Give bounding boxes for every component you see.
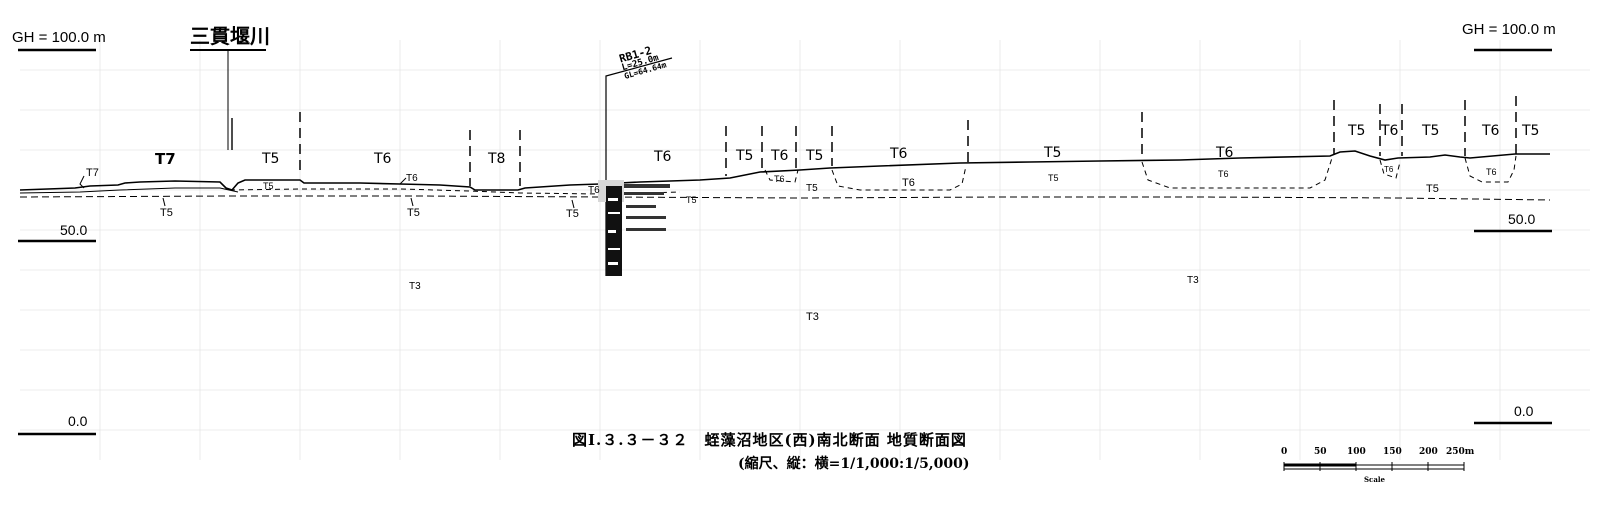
figure-caption-scale: (縮尺、縦：横=1/1,000:1/5,000) xyxy=(738,456,970,472)
unit-label-top: T6 xyxy=(890,146,908,162)
borehole-rb1-2 xyxy=(598,57,673,276)
unit-label-top: T6 xyxy=(771,148,789,164)
unit-label-small: T5 xyxy=(263,181,274,191)
unit-label-top: T6 xyxy=(654,149,672,165)
unit-label-small: T5 xyxy=(686,195,697,205)
unit-label-small: T5 xyxy=(407,207,420,219)
elevation-bars xyxy=(18,48,1552,436)
scale-tick-label: 200 xyxy=(1419,447,1438,457)
unit-label-small: T6 xyxy=(406,173,418,184)
unit-label-small: T6 xyxy=(1384,165,1394,174)
unit-label-top: T5 xyxy=(262,151,280,167)
leader-ticks xyxy=(79,175,575,209)
unit-label-t3: T3 xyxy=(1187,275,1199,286)
unit-boundaries xyxy=(299,96,1517,186)
elev-0-right: 0.0 xyxy=(1514,403,1534,419)
unit-label-top: T7 xyxy=(155,150,176,168)
unit-label-small: T6 xyxy=(774,174,785,184)
unit-label-top: T5 xyxy=(806,148,824,164)
unit-label-top: T6 xyxy=(374,151,392,167)
elev-0-left: 0.0 xyxy=(68,413,88,429)
unit-label-small: T6 xyxy=(1486,167,1497,177)
scale-tick-label: 100 xyxy=(1347,447,1366,457)
t3-contact-dashed xyxy=(19,195,1551,201)
scale-tick-label: 250m xyxy=(1446,447,1475,457)
unit-label-top: T8 xyxy=(488,151,506,167)
unit-label-top: T5 xyxy=(1044,145,1062,161)
unit-label-top: T5 xyxy=(736,148,754,164)
unit-label-t3: T3 xyxy=(409,281,421,292)
unit-label-small: T6 xyxy=(588,185,600,196)
unit-label-top: T5 xyxy=(1522,123,1540,139)
unit-label-small: T5 xyxy=(1048,173,1059,183)
scale-tick-label: 0 xyxy=(1281,447,1288,457)
channel-fills xyxy=(764,155,1517,191)
unit-label-top: T6 xyxy=(1482,123,1500,139)
river-marker xyxy=(190,49,266,150)
gh-label-left: GH = 100.0 m xyxy=(12,29,106,46)
scale-bar-caption: Scale xyxy=(1364,475,1385,484)
unit-label-small: T5 xyxy=(1426,183,1439,195)
gh-label-right: GH = 100.0 m xyxy=(1462,21,1556,38)
unit-label-top: T5 xyxy=(1422,123,1440,139)
scale-tick-label: 150 xyxy=(1383,447,1402,457)
scale-tick-label: 50 xyxy=(1314,447,1327,457)
river-name: 三貫堰川 xyxy=(190,24,270,48)
unit-label-small: T5 xyxy=(160,207,173,219)
unit-label-top: T6 xyxy=(1216,145,1234,161)
unit-label-small: T5 xyxy=(566,208,579,220)
unit-label-small: T7 xyxy=(86,167,99,179)
ground-surface-line xyxy=(19,150,1550,191)
scale-bar-graphic xyxy=(1283,462,1465,471)
unit-label-small: T6 xyxy=(1218,169,1229,179)
elev-50-right: 50.0 xyxy=(1508,211,1536,227)
left-ground-step xyxy=(19,187,239,194)
figure-caption-title: 図Ⅰ.３.３－３２ 蛭藻沼地区(西)南北断面 地質断面図 xyxy=(572,431,967,449)
unit-label-top: T5 xyxy=(1348,123,1366,139)
unit-label-small: T5 xyxy=(806,183,818,194)
unit-label-t3: T3 xyxy=(806,311,819,323)
grid xyxy=(20,40,1590,460)
elev-50-left: 50.0 xyxy=(60,222,88,238)
unit-label-small: T6 xyxy=(902,177,915,189)
unit-label-top: T6 xyxy=(1381,123,1399,139)
